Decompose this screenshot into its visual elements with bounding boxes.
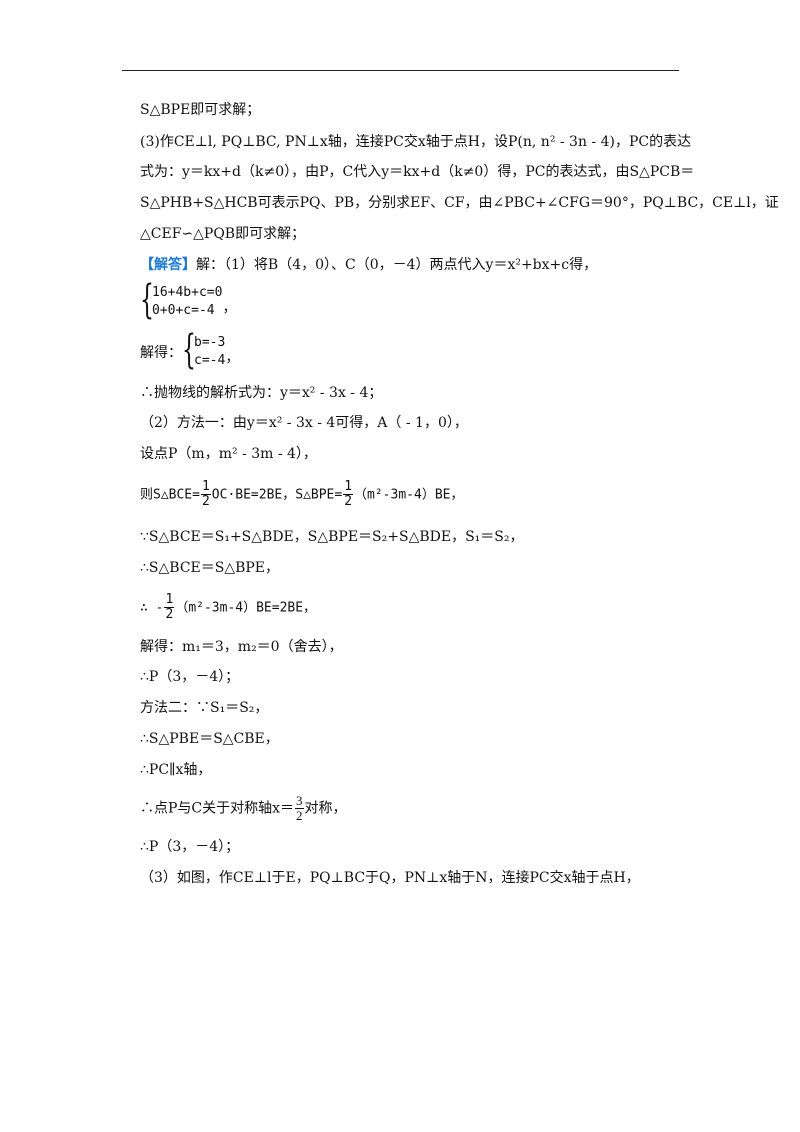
text-line: S△BPE即可求解； — [140, 102, 261, 118]
text-line: S△PHB+S△HCB可表示PQ、PB，分别求EF、CF，由∠PBC+∠CFG＝… — [140, 195, 779, 211]
equation-system: { 16+4b+c=0 0+0+c=-4 ， — [140, 277, 237, 323]
text-line: 方法二：∵S₁＝S₂， — [140, 700, 269, 716]
text-line: ∴P（3，－4）； — [140, 669, 240, 685]
text-line: ∴P（3，－4）； — [140, 839, 240, 855]
text-line: ∴PC∥x轴， — [140, 762, 212, 778]
equation-row: b=-3 — [194, 335, 226, 350]
answer-line: 【解答】解：（1）将B（4，0）、C（0，－4）两点代入y＝x²+bx+c得， — [140, 257, 598, 273]
text-line: ∴S△PBE＝S△CBE， — [140, 731, 279, 747]
equation-row: 0+0+c=-4 — [152, 303, 215, 318]
text-line: 设点P（m，m² - 3m - 4）， — [140, 446, 317, 462]
brace-glyph: { — [140, 277, 154, 323]
text-line: （2）方法一：由y＝x² - 3x - 4可得，A（ - 1，0）， — [140, 415, 468, 431]
text-line: (3)作CE⊥l, PQ⊥BC, PN⊥x轴，连接PC交x轴于点H，设P(n, … — [140, 134, 692, 150]
equation-row: c=-4 — [194, 353, 226, 368]
text-line: 式为：y＝kx+d（k≠0），由P，C代入y＝kx+d（k≠0）得，PC的表达式… — [140, 164, 695, 180]
text-line: 解得：m₁＝3，m₂＝0（舍去）， — [140, 639, 343, 655]
answer-tag: 【解答】 — [140, 257, 196, 273]
text-line: ∴抛物线的解析式为：y＝x² - 3x - 4； — [140, 385, 383, 401]
text-line: ∵S△BCE＝S₁+S△BDE，S△BPE＝S₂+S△BDE，S₁＝S₂， — [140, 529, 524, 545]
text-line: ∴S△BCE＝S△BPE， — [140, 560, 280, 576]
text-line: △CEF∽△PQB即可求解； — [140, 226, 306, 242]
header-rule — [122, 70, 679, 71]
solution-system: 解得： { b=-3 c=-4 ， — [140, 327, 240, 373]
equation-row: 16+4b+c=0 — [152, 285, 223, 300]
text-line: （3）如图，作CE⊥l于E，PQ⊥BC于Q，PN⊥x轴于N，连接PC交x轴于点H… — [140, 870, 640, 886]
brace-glyph: { — [182, 327, 196, 373]
